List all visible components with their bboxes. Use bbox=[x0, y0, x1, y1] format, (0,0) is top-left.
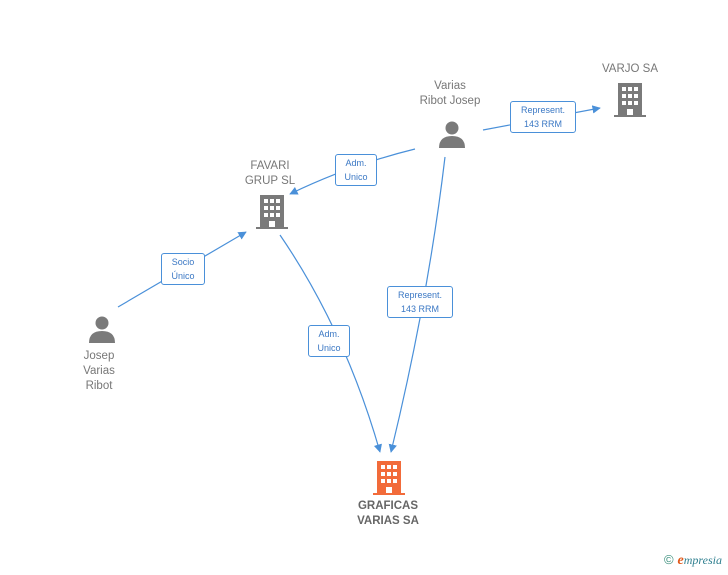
node-label-line: Varias bbox=[434, 80, 466, 92]
edge-label-line: Adm. bbox=[345, 158, 367, 168]
edge-label-line: Unico bbox=[344, 172, 368, 182]
brand-logo-initial: e bbox=[677, 553, 684, 568]
edge-label-line: 143 RRM bbox=[400, 304, 439, 314]
edge-label-line: Adm. bbox=[318, 329, 340, 339]
node-label-line: GRAFICAS bbox=[357, 500, 419, 512]
person-icon[interactable] bbox=[87, 314, 117, 344]
edge-label-line: Único bbox=[171, 271, 195, 281]
node-label-varias-ribot-josep[interactable]: Varias Ribot Josep bbox=[400, 79, 500, 109]
building-icon[interactable] bbox=[614, 83, 646, 117]
node-label-line: VARJO SA bbox=[601, 63, 659, 75]
edge-label-adm-favari[interactable]: Adm. Unico bbox=[335, 154, 377, 186]
node-label-graficas-varias-sa[interactable]: GRAFICAS VARIAS SA bbox=[338, 499, 438, 529]
building-icon-focus[interactable] bbox=[373, 461, 405, 495]
copyright-footer[interactable]: ©empresia bbox=[664, 552, 722, 569]
edge-label-line: Represent. bbox=[520, 105, 566, 115]
brand-name: mpresia bbox=[683, 553, 722, 567]
node-label-line: FAVARI bbox=[250, 160, 290, 172]
edge-label-represent-varjo[interactable]: Represent. 143 RRM bbox=[510, 101, 576, 133]
edge-label-adm-graficas[interactable]: Adm. Unico bbox=[308, 325, 350, 357]
node-label-line: VARIAS SA bbox=[357, 515, 419, 527]
node-label-line: Varias bbox=[83, 365, 115, 377]
node-label-favari-grup-sl[interactable]: FAVARI GRUP SL bbox=[230, 159, 310, 189]
edge-label-line: Represent. bbox=[397, 290, 443, 300]
copyright-symbol: © bbox=[663, 552, 674, 567]
edge-label-line: 143 RRM bbox=[523, 119, 562, 129]
edge-label-line: Socio bbox=[171, 257, 195, 267]
edge-label-represent-graficas[interactable]: Represent. 143 RRM bbox=[387, 286, 453, 318]
node-label-line: Ribot Josep bbox=[419, 95, 481, 107]
building-icon[interactable] bbox=[256, 195, 288, 229]
node-label-line: Ribot bbox=[85, 380, 113, 392]
person-icon[interactable] bbox=[437, 119, 467, 149]
edge-label-socio-unico[interactable]: Socio Único bbox=[161, 253, 205, 285]
node-label-varjo-sa[interactable]: VARJO SA bbox=[585, 62, 675, 77]
node-label-line: GRUP SL bbox=[244, 175, 296, 187]
edge-label-line: Unico bbox=[317, 343, 341, 353]
node-label-line: Josep bbox=[83, 350, 115, 362]
node-label-josep-varias-ribot[interactable]: Josep Varias Ribot bbox=[64, 349, 134, 394]
